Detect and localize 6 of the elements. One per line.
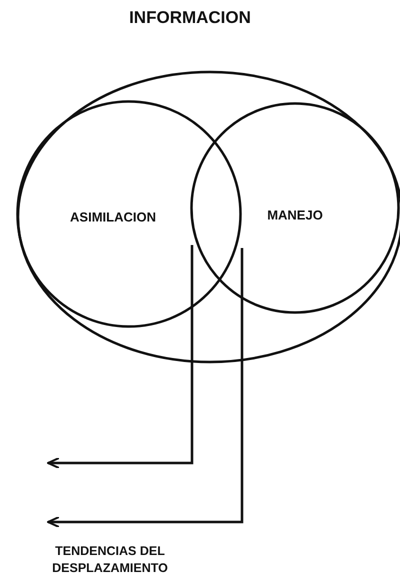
arrow bbox=[47, 245, 194, 469]
caption-label: TENDENCIAS DEL DESPLAZAMIENTO bbox=[51, 543, 169, 577]
heading: INFORMACION bbox=[129, 8, 251, 28]
circle-label: ASIMILACION bbox=[70, 210, 156, 224]
arrow bbox=[47, 248, 244, 528]
circle-label: MANEJO bbox=[267, 208, 323, 222]
